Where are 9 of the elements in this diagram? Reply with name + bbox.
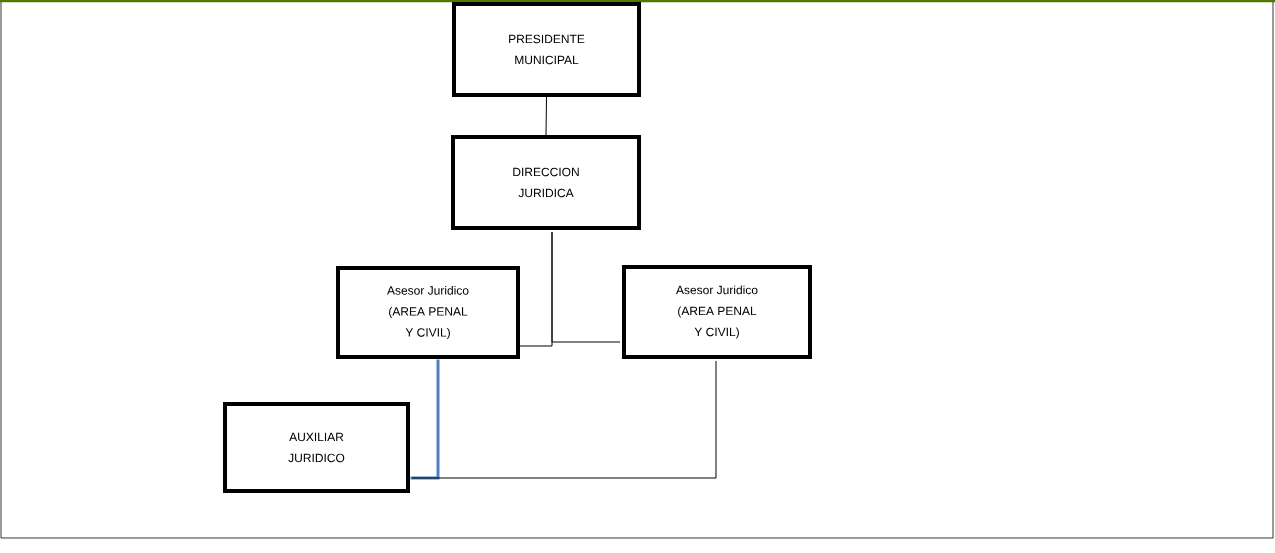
org-box: Asesor Juridico (AREA PENAL Y CIVIL)	[336, 266, 520, 359]
org-box: Asesor Juridico (AREA PENAL Y CIVIL)	[622, 265, 812, 359]
connector-line	[411, 360, 717, 479]
connector-line	[545, 96, 547, 136]
org-box: DIRECCION JURIDICA	[451, 135, 641, 230]
connector-line	[410, 359, 440, 480]
org-box: PRESIDENTE MUNICIPAL	[452, 2, 641, 97]
org-box: AUXILIAR JURIDICO	[223, 402, 410, 493]
connector-line	[551, 231, 621, 343]
